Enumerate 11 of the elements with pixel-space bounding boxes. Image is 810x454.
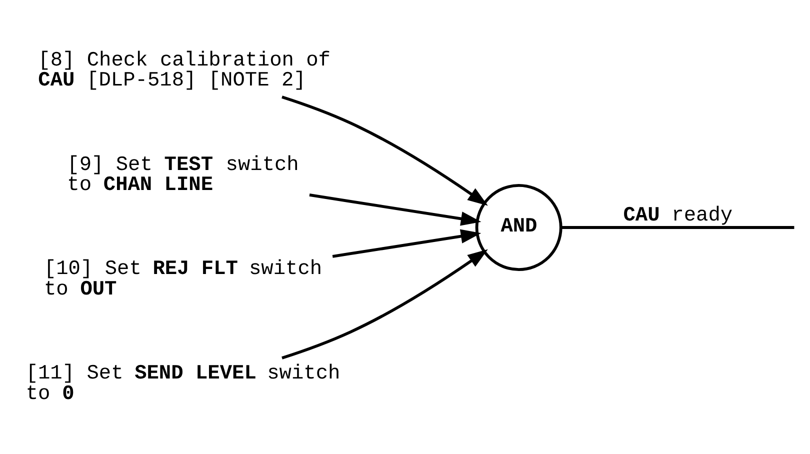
node-text: [9] Set TEST switch to CHAN LINE: [67, 153, 299, 197]
node-text: [11] Set SEND LEVEL switch to 0: [26, 362, 340, 406]
node-circle: AND: [475, 184, 562, 270]
arrow: [282, 248, 488, 359]
node-text: [10] Set REJ FLT switch to OUT: [44, 258, 322, 301]
arrow: [282, 95, 488, 206]
arrow: [309, 193, 482, 226]
connector: [561, 226, 794, 228]
arrow: [332, 228, 482, 258]
edge-label: CAU ready: [623, 204, 733, 228]
node-text: [8] Check calibration of CAU [DLP-518] [NOTE 2]: [38, 48, 330, 92]
